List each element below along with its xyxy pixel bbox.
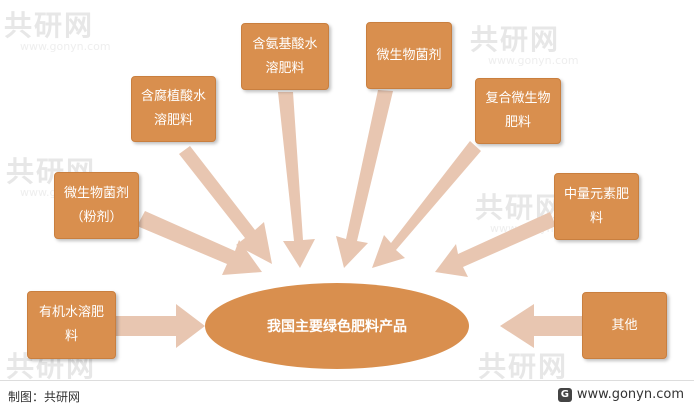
center-label: 我国主要绿色肥料产品 [267, 319, 407, 335]
watermark-1: 共研网 [4, 9, 95, 42]
footer-url: www.gonyn.com [576, 387, 684, 402]
box-other: 其他 [582, 292, 667, 359]
arrow-amino [278, 92, 315, 268]
box-compound-microbial: 复合微生物 肥料 [475, 78, 561, 144]
watermark-url-1: www.gonyn.com [20, 40, 111, 53]
arrow-organic [116, 304, 205, 348]
box-amino-acid-fertilizer: 含氨基酸水 溶肥料 [241, 23, 329, 90]
footer-divider [0, 380, 694, 381]
watermark-6: 共研网 [478, 350, 569, 383]
watermark-2: 共研网 [470, 23, 561, 56]
arrow-compound-microbial [372, 141, 481, 268]
box-humic-acid-fertilizer: 含腐植酸水 溶肥料 [131, 76, 216, 142]
gonyn-logo-icon: G [557, 387, 572, 402]
center-ellipse: 我国主要绿色肥料产品 [205, 283, 469, 369]
box-microbial-agent: 微生物菌剂 [366, 22, 452, 89]
box-mid-trace-element: 中量元素肥 料 [554, 173, 639, 240]
footer-source: G www.gonyn.com [557, 387, 684, 402]
box-organic-water-soluble: 有机水溶肥 料 [27, 291, 116, 359]
arrow-other [500, 304, 582, 348]
box-microbial-agent-powder: 微生物菌剂 （粉剂） [54, 172, 139, 239]
arrow-microbial [336, 90, 393, 268]
arrow-humic [179, 146, 272, 264]
watermark-url-2: www.gonyn.com [488, 54, 579, 67]
footer-credit: 制图：共研网 [8, 390, 81, 404]
arrow-mid-trace [435, 212, 556, 277]
arrow-microbial-powder [137, 211, 262, 275]
